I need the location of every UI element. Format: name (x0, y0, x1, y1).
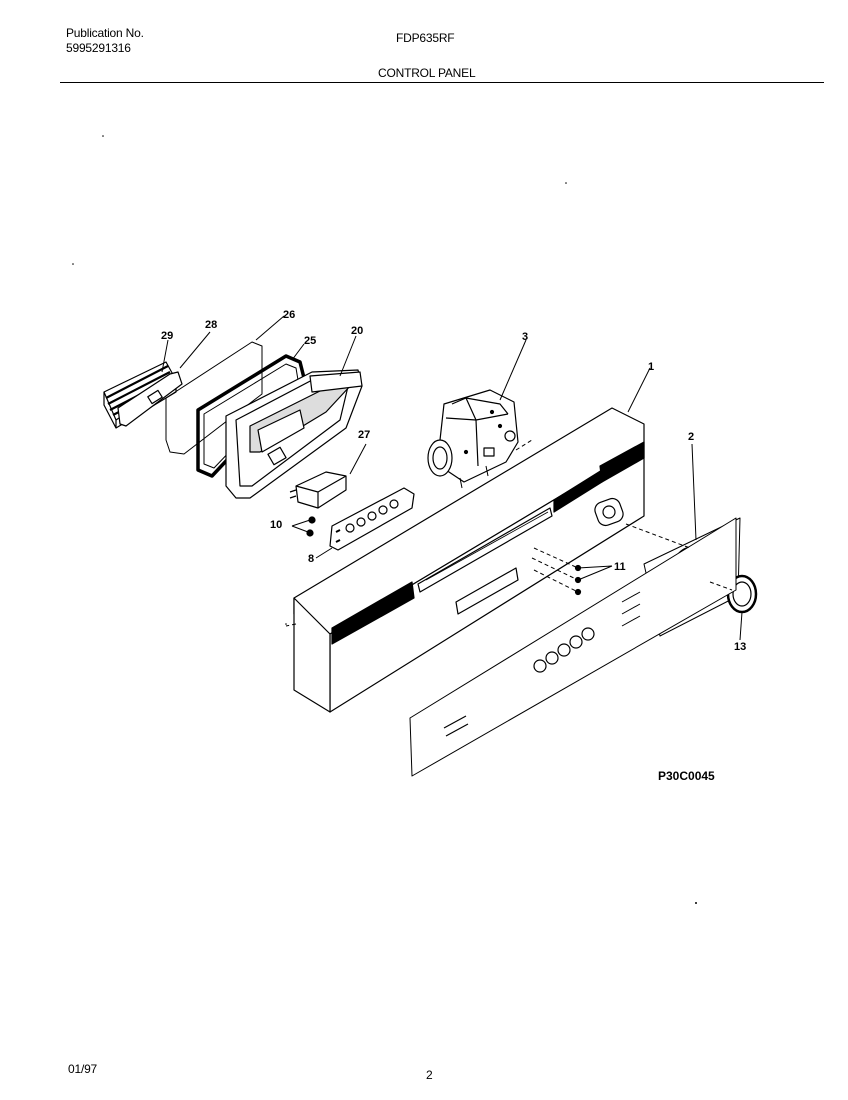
section-title: CONTROL PANEL (378, 66, 476, 80)
page-number: 2 (426, 1068, 433, 1082)
callout-25: 25 (304, 335, 316, 347)
part-1-console (293, 407, 645, 713)
scan-specks (72, 135, 697, 904)
diagram-code: P30C0045 (658, 769, 715, 783)
callout-1: 1 (648, 361, 654, 373)
callout-27: 27 (358, 429, 370, 441)
callout-20: 20 (351, 325, 363, 337)
callout-8: 8 (308, 553, 314, 565)
callout-10: 10 (270, 519, 282, 531)
callout-28: 28 (205, 319, 217, 331)
callout-2: 2 (688, 431, 694, 443)
part-8-button-board (329, 487, 415, 551)
alignment-lines (285, 439, 733, 627)
part-28-sheet (117, 371, 183, 427)
part-3-timer (427, 389, 519, 489)
model-number: FDP635RF (396, 31, 455, 45)
callout-13: 13 (734, 641, 746, 653)
part-20-door (225, 369, 363, 499)
header-rule (60, 82, 824, 83)
callout-26: 26 (283, 309, 295, 321)
publication-label: Publication No. (66, 26, 144, 40)
part-26-gasket-outline (165, 341, 263, 455)
leader-lines (161, 315, 743, 641)
callout-11: 11 (614, 561, 626, 573)
footer-date: 01/97 (68, 1062, 98, 1076)
callout-3: 3 (522, 331, 528, 343)
publication-number: 5995291316 (66, 41, 131, 55)
part-11-lights (574, 564, 613, 596)
part-27-switch (289, 471, 347, 509)
part-10-screws (291, 516, 316, 537)
callout-29: 29 (161, 330, 173, 342)
front-overlay-panel (409, 517, 737, 777)
